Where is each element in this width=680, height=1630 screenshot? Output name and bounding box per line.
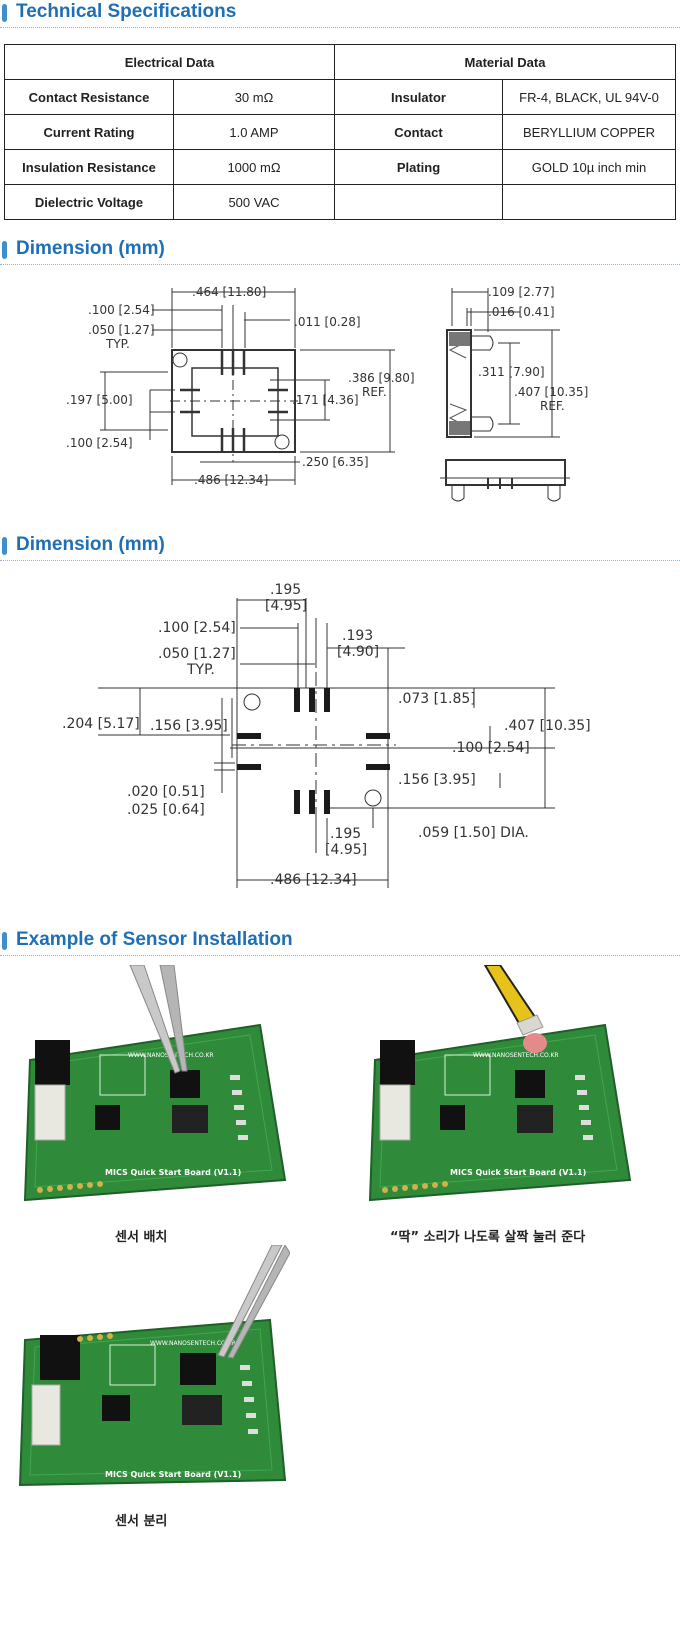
dim-label: .016 [0.41] [488, 305, 555, 319]
table-cell-value: BERYLLIUM COPPER [502, 114, 676, 150]
section-marker-icon [2, 932, 7, 950]
dim-label: .311 [7.90] [478, 365, 545, 379]
dim-label: .156 [3.95] [398, 772, 476, 788]
section-header-dimension-2: Dimension (mm) [0, 533, 680, 563]
dim-label: .100 [2.54] [452, 740, 530, 756]
dim-label: [4.95] [325, 842, 367, 858]
caption-place: 센서 배치 [115, 1230, 168, 1245]
table-cell-value: 30 mΩ [173, 79, 335, 115]
dim-label: .100 [2.54] [88, 303, 155, 317]
dim-label: [4.90] [337, 644, 379, 660]
table-row: Dielectric Voltage 500 VAC [4, 184, 676, 220]
dim-label: .050 [1.27] [158, 646, 236, 662]
photo-sensor-placement: WWW.NANOSENTECH.CO.KR MICS Quick Start B… [10, 965, 290, 1210]
caption-remove: 센서 분리 [115, 1514, 168, 1529]
dim-label: .171 [4.36] [292, 393, 359, 407]
table-cell-label [334, 184, 503, 220]
dim-label: .193 [342, 628, 373, 644]
board-url: WWW.NANOSENTECH.CO.KR [473, 1052, 559, 1059]
table-header-row: Electrical Data Material Data [4, 44, 676, 80]
dim-label: TYP. [105, 337, 130, 351]
caption-press: “딱” 소리가 나도록 살짝 눌러 준다 [390, 1230, 586, 1245]
table-cell-value: GOLD 10µ inch min [502, 149, 676, 185]
table-cell-value [502, 184, 676, 220]
section-marker-icon [2, 241, 7, 259]
divider [0, 955, 680, 956]
dim-label: [4.95] [265, 598, 307, 614]
table-cell-value: 1000 mΩ [173, 149, 335, 185]
table-cell-value: 1.0 AMP [173, 114, 335, 150]
table-cell-label: Contact [334, 114, 503, 150]
dim-label: .250 [6.35] [302, 455, 369, 469]
dim-label: .073 [1.85] [398, 691, 476, 707]
table-cell-value: 500 VAC [173, 184, 335, 220]
spec-table: Electrical Data Material Data Contact Re… [4, 44, 676, 220]
table-cell-label: Insulator [334, 79, 503, 115]
table-cell-label: Insulation Resistance [4, 149, 174, 185]
dim-label: .407 [10.35] [504, 718, 591, 734]
board-name: MICS Quick Start Board (V1.1) [450, 1168, 586, 1177]
dim-label: REF. [540, 399, 565, 413]
dim-label: .156 [3.95] [150, 718, 228, 734]
divider [0, 264, 680, 265]
table-cell-label: Dielectric Voltage [4, 184, 174, 220]
dim-label: REF. [362, 385, 387, 399]
table-row: Current Rating 1.0 AMP Contact BERYLLIUM… [4, 114, 676, 150]
dim-label: .011 [0.28] [294, 315, 361, 329]
divider [0, 27, 680, 28]
table-header-material: Material Data [334, 44, 676, 80]
dim-label: .486 [12.34] [270, 872, 357, 888]
dim-label: .025 [0.64] [127, 802, 205, 818]
dim-label: .195 [330, 826, 361, 842]
dim-label: .100 [2.54] [66, 436, 133, 450]
dim-label: .109 [2.77] [488, 285, 555, 299]
table-cell-label: Plating [334, 149, 503, 185]
section-title: Dimension (mm) [16, 238, 165, 259]
dim-label: TYP. [186, 662, 215, 678]
table-header-electrical: Electrical Data [4, 44, 335, 80]
table-row: Insulation Resistance 1000 mΩ Plating GO… [4, 149, 676, 185]
dim-label: .407 [10.35] [514, 385, 588, 399]
section-header-technical-specifications: Technical Specifications [0, 0, 680, 30]
table-row: Contact Resistance 30 mΩ Insulator FR-4,… [4, 79, 676, 115]
dim-label: .020 [0.51] [127, 784, 205, 800]
section-title: Technical Specifications [16, 1, 237, 22]
dim-label: .050 [1.27] [88, 323, 155, 337]
board-url: WWW.NANOSENTECH.CO.KR [150, 1340, 236, 1347]
section-marker-icon [2, 4, 7, 22]
footprint-dimension-drawing: .195 [4.95] .100 [2.54] .193 [4.90] .050… [62, 582, 591, 888]
dim-label: .464 [11.80] [192, 285, 266, 299]
section-title: Dimension (mm) [16, 534, 165, 555]
dim-label: .059 [1.50] DIA. [418, 825, 529, 841]
dim-label: .486 [12.34] [194, 473, 268, 487]
table-cell-label: Current Rating [4, 114, 174, 150]
board-name: MICS Quick Start Board (V1.1) [105, 1470, 241, 1479]
socket-dimension-drawing: .464 [11.80] .100 [2.54] .050 [1.27] TYP… [66, 285, 588, 502]
section-header-example: Example of Sensor Installation [0, 928, 680, 958]
table-cell-value: FR-4, BLACK, UL 94V-0 [502, 79, 676, 115]
photo-sensor-removal: WWW.NANOSENTECH.CO.KR MICS Quick Start B… [10, 1245, 290, 1495]
dim-label: .100 [2.54] [158, 620, 236, 636]
section-marker-icon [2, 537, 7, 555]
dim-label: .204 [5.17] [62, 716, 140, 732]
board-name: MICS Quick Start Board (V1.1) [105, 1168, 241, 1177]
photo-sensor-press: WWW.NANOSENTECH.CO.KR MICS Quick Start B… [355, 965, 635, 1210]
dim-label: .195 [270, 582, 301, 598]
dim-label: .197 [5.00] [66, 393, 133, 407]
section-header-dimension-1: Dimension (mm) [0, 237, 680, 267]
dim-label: .386 [9.80] [348, 371, 415, 385]
section-title: Example of Sensor Installation [16, 929, 293, 950]
divider [0, 560, 680, 561]
table-cell-label: Contact Resistance [4, 79, 174, 115]
